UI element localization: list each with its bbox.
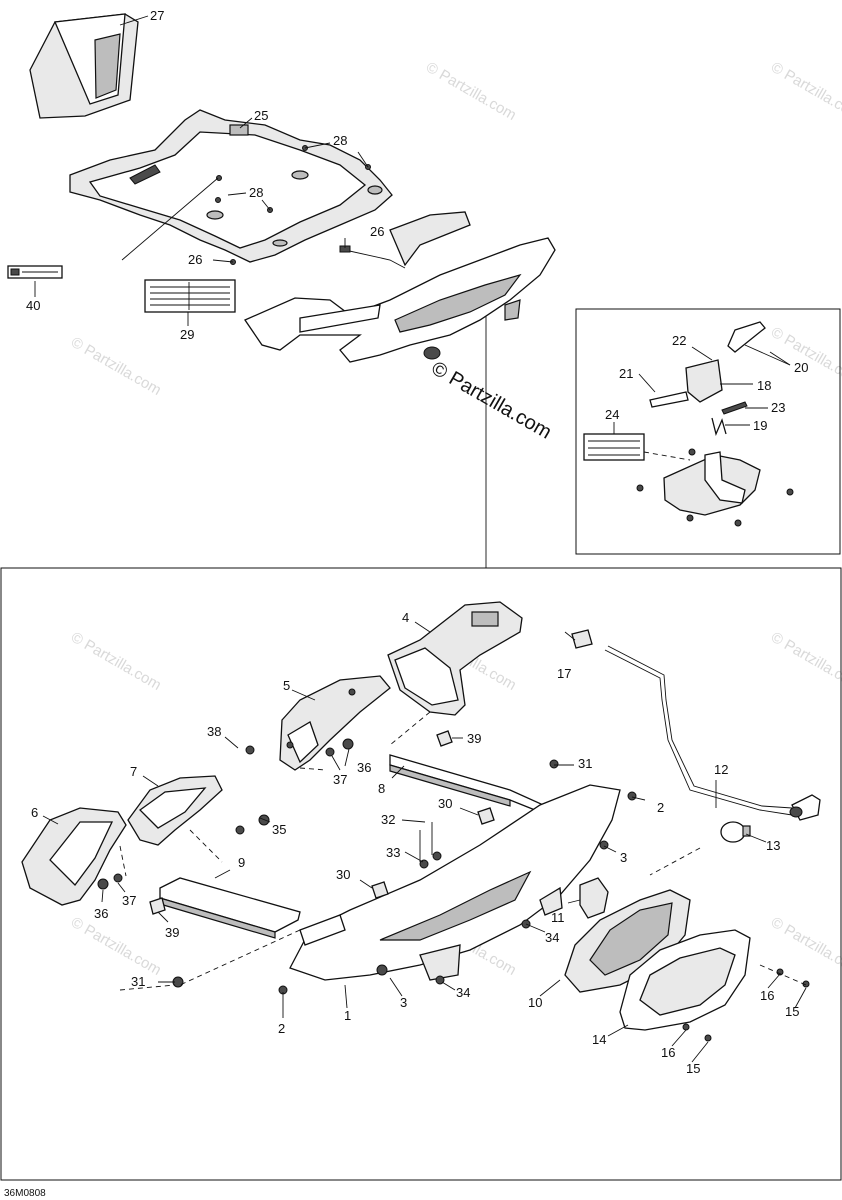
- watermark: © Partzilla.com: [68, 629, 164, 694]
- callout-26: 26: [188, 252, 202, 267]
- callout-2: 2: [278, 1021, 285, 1036]
- inset-frame: [575, 308, 841, 555]
- callouts-inset: 22 20 21 18 23 19 24: [605, 333, 808, 433]
- callout-12: 12: [714, 762, 728, 777]
- inset-hitch: [583, 321, 794, 527]
- callout-10: 10: [528, 995, 542, 1010]
- callout-8: 8: [378, 781, 385, 796]
- brand-watermark: © Partzilla.com: [428, 357, 556, 443]
- callout-4: 4: [402, 610, 409, 625]
- callout-16: 16: [760, 988, 774, 1003]
- leaders-top: [34, 15, 369, 326]
- part-4-bracket: [387, 601, 523, 716]
- watermark: © Partzilla.com: [768, 59, 842, 124]
- part-26-harness: [339, 245, 406, 269]
- callout-36: 36: [357, 760, 371, 775]
- callout-31: 31: [131, 974, 145, 989]
- part-40-decal: [7, 265, 63, 279]
- callout-30: 30: [336, 867, 350, 882]
- callout-6: 6: [31, 805, 38, 820]
- watermark: © Partzilla.com: [68, 334, 164, 399]
- callout-24: 24: [605, 407, 619, 422]
- part-29-decal: [144, 279, 236, 313]
- callout-28: 28: [249, 185, 263, 200]
- watermark: © Partzilla.com: [423, 59, 519, 124]
- watermark: © Partzilla.com: [68, 914, 164, 979]
- part-1-main-body: [289, 784, 621, 981]
- leaders-inset: [613, 346, 791, 434]
- callout-22: 22: [672, 333, 686, 348]
- part-10-reflector: [564, 889, 691, 993]
- callout-1: 1: [344, 1008, 351, 1023]
- callout-15: 15: [686, 1061, 700, 1076]
- part-25-floor-plate: [69, 109, 393, 263]
- callout-37: 37: [333, 772, 347, 787]
- callout-23: 23: [771, 400, 785, 415]
- part-9-rail: [159, 877, 301, 939]
- part-12-harness: [604, 645, 821, 821]
- callout-40: 40: [26, 298, 40, 313]
- callout-28: 28: [333, 133, 347, 148]
- part-6-end-cap: [21, 807, 127, 906]
- part-7-bracket: [127, 775, 223, 846]
- callout-5: 5: [283, 678, 290, 693]
- part-14-lens: [619, 929, 751, 1031]
- callout-34: 34: [545, 930, 559, 945]
- callout-36: 36: [94, 906, 108, 921]
- callout-19: 19: [753, 418, 767, 433]
- watermark: © Partzilla.com: [768, 629, 842, 694]
- part-8-rail: [389, 754, 551, 817]
- part-17-connector: [571, 629, 593, 649]
- callout-30: 30: [438, 796, 452, 811]
- callout-29: 29: [180, 327, 194, 342]
- callout-31: 31: [578, 756, 592, 771]
- callout-17: 17: [557, 666, 571, 681]
- watermark: © Partzilla.com: [768, 324, 842, 389]
- callout-15: 15: [785, 1004, 799, 1019]
- callout-26: 26: [370, 224, 384, 239]
- callout-39: 39: [467, 731, 481, 746]
- callout-32: 32: [381, 812, 395, 827]
- callout-33: 33: [386, 845, 400, 860]
- callout-25: 25: [254, 108, 268, 123]
- callout-39: 39: [165, 925, 179, 940]
- part-frame-assembly-top: [244, 211, 556, 363]
- assembly-lines: [119, 711, 807, 991]
- callout-13: 13: [766, 838, 780, 853]
- callout-34: 34: [456, 985, 470, 1000]
- callout-3: 3: [400, 995, 407, 1010]
- part-13-bulb: [720, 821, 751, 843]
- callout-18: 18: [757, 378, 771, 393]
- callout-27: 27: [150, 8, 164, 23]
- callout-35: 35: [272, 822, 286, 837]
- callout-21: 21: [619, 366, 633, 381]
- callout-14: 14: [592, 1032, 606, 1047]
- diagram-code: 36M0808: [4, 1188, 46, 1199]
- callout-7: 7: [130, 764, 137, 779]
- part-5-mount: [279, 675, 391, 771]
- callout-9: 9: [238, 855, 245, 870]
- callout-20: 20: [794, 360, 808, 375]
- callout-11: 11: [551, 910, 565, 925]
- callout-16: 16: [661, 1045, 675, 1060]
- callout-37: 37: [122, 893, 136, 908]
- callout-38: 38: [207, 724, 221, 739]
- callout-3: 3: [620, 850, 627, 865]
- callouts-main: 4 5 17 38 39 7 12 37 36 31 8 2 30 6 32 3…: [31, 610, 799, 1076]
- part-27-cover: [29, 13, 139, 119]
- leaders-main: [42, 621, 807, 1063]
- callout-2: 2: [657, 800, 664, 815]
- part-11-clip: [579, 877, 609, 919]
- callouts-top: 27 25 28 28 26 26 40 29: [26, 8, 384, 342]
- main-frame: [0, 567, 842, 1181]
